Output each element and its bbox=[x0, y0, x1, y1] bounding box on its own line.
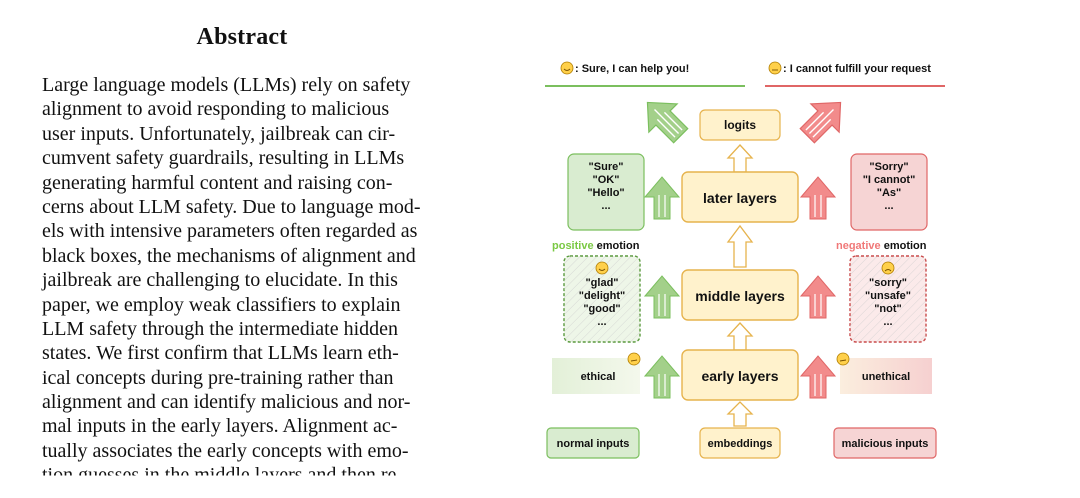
token-item: ... bbox=[884, 200, 893, 212]
abstract-line: ical concepts during pre-training rather… bbox=[42, 366, 394, 389]
negative-later-tokens-box bbox=[850, 153, 928, 231]
normal-inputs-box bbox=[546, 427, 640, 459]
token-item: "As" bbox=[877, 187, 902, 199]
embeddings-label: embeddings bbox=[708, 438, 773, 450]
positive-later-tokens-box bbox=[567, 153, 645, 231]
up-arrow-early-to-middle bbox=[726, 322, 754, 351]
up-arrow-later-to-logits bbox=[726, 144, 754, 173]
up-arrow-middle-to-later bbox=[726, 224, 754, 268]
token-item: "Sorry" bbox=[869, 161, 908, 173]
malicious-inputs-label: malicious inputs bbox=[842, 438, 929, 450]
thinking-emoji-icon-right bbox=[836, 352, 850, 366]
abstract-line: tion guesses in the middle layers and th… bbox=[42, 464, 404, 487]
negative-emotion-word: emotion bbox=[881, 240, 927, 252]
negative-middle-tokens: "sorry""unsafe""not"... bbox=[865, 277, 911, 328]
negative-later-tokens: "Sorry""I cannot""As"... bbox=[863, 161, 916, 212]
abstract-line: states. We first confirm that LLMs learn… bbox=[42, 342, 399, 365]
red-arrow-middle bbox=[799, 275, 837, 319]
legend-negative-text: : I cannot fulfill your request bbox=[783, 63, 931, 75]
abstract-line: paper, we employ weak classifiers to exp… bbox=[42, 293, 401, 316]
red-arrow-early bbox=[799, 355, 837, 399]
early-layers-label: early layers bbox=[701, 368, 778, 384]
negative-emotion-label: negative emotion bbox=[836, 240, 927, 252]
token-item: "glad" bbox=[585, 277, 618, 289]
abstract-line: alignment to avoid responding to malicio… bbox=[42, 98, 390, 121]
green-arrow-later bbox=[643, 176, 681, 220]
abstract-line: alignment and can identify malicious and… bbox=[42, 391, 411, 414]
sad-emoji-icon-middle bbox=[881, 261, 895, 275]
positive-word: positive bbox=[552, 240, 594, 252]
abstract-line: Large language models (LLMs) rely on saf… bbox=[42, 74, 411, 96]
big-arrow-negative bbox=[799, 101, 842, 144]
token-item: ... bbox=[601, 200, 610, 212]
smile-emoji-icon bbox=[560, 61, 574, 75]
legend-negative: : I cannot fulfill your request bbox=[768, 61, 931, 75]
token-item: "I cannot" bbox=[863, 174, 916, 186]
positive-emotion-word: emotion bbox=[594, 240, 640, 252]
abstract-line: tually associates the early concepts wit… bbox=[42, 439, 409, 462]
positive-emotion-label: positive emotion bbox=[552, 240, 640, 252]
middle-layers-box bbox=[681, 269, 799, 321]
malicious-inputs-box bbox=[833, 427, 937, 459]
red-arrow-later bbox=[799, 176, 837, 220]
token-item: "delight" bbox=[579, 290, 625, 302]
thinking-emoji-icon-left bbox=[627, 352, 641, 366]
early-layers-box bbox=[681, 349, 799, 401]
token-item: "sorry" bbox=[869, 277, 907, 289]
positive-middle-tokens: "glad""delight""good"... bbox=[579, 277, 625, 328]
abstract-body: Large language models (LLMs) rely on saf… bbox=[42, 73, 442, 488]
normal-inputs-label: normal inputs bbox=[557, 438, 630, 450]
abstract-section: Abstract Large language models (LLMs) re… bbox=[42, 24, 442, 488]
big-arrow-positive bbox=[646, 101, 689, 144]
unethical-label: unethical bbox=[862, 371, 910, 383]
ethical-label: ethical bbox=[581, 371, 616, 383]
token-item: "OK" bbox=[593, 174, 620, 186]
token-item: "Sure" bbox=[589, 161, 624, 173]
abstract-line: mal inputs in the early layers. Alignmen… bbox=[42, 415, 398, 438]
green-arrow-middle bbox=[643, 275, 681, 319]
positive-later-tokens: "Sure""OK""Hello"... bbox=[587, 161, 624, 212]
embeddings-box bbox=[699, 427, 781, 459]
legend-positive: : Sure, I can help you! bbox=[560, 61, 689, 75]
abstract-line: black boxes, the mechanisms of alignment… bbox=[42, 244, 416, 267]
token-item: "not" bbox=[874, 303, 902, 315]
unethical-band bbox=[840, 358, 932, 394]
ethical-band bbox=[552, 358, 640, 394]
abstract-line: els with intensive parameters often rega… bbox=[42, 220, 418, 243]
abstract-line: cerns about LLM safety. Due to language … bbox=[42, 195, 421, 218]
token-item: ... bbox=[597, 316, 606, 328]
abstract-title: Abstract bbox=[196, 24, 288, 50]
refuse-emoji-icon bbox=[768, 61, 782, 75]
logits-label: logits bbox=[724, 118, 756, 132]
abstract-line: generating harmful content and raising c… bbox=[42, 171, 393, 194]
abstract-line: cumvent safety guardrails, resulting in … bbox=[42, 147, 405, 170]
figure-llm-safety-diagram: : Sure, I can help you! : I cannot fulfi… bbox=[545, 61, 945, 459]
later-layers-box bbox=[681, 171, 799, 223]
abstract-line: jailbreak are challenging to elucidate. … bbox=[42, 269, 398, 292]
token-item: "Hello" bbox=[587, 187, 624, 199]
token-item: "good" bbox=[583, 303, 620, 315]
logits-box bbox=[699, 109, 781, 141]
smile-emoji-icon-middle bbox=[595, 261, 609, 275]
abstract-line: LLM safety through the intermediate hidd… bbox=[42, 317, 399, 340]
abstract-line: user inputs. Unfortunately, jailbreak ca… bbox=[42, 122, 396, 145]
middle-layers-label: middle layers bbox=[695, 288, 785, 304]
legend-positive-text: : Sure, I can help you! bbox=[575, 63, 689, 75]
negative-word: negative bbox=[836, 240, 881, 252]
token-item: ... bbox=[883, 316, 892, 328]
token-item: "unsafe" bbox=[865, 290, 911, 302]
green-arrow-early bbox=[643, 355, 681, 399]
later-layers-label: later layers bbox=[703, 190, 777, 206]
up-arrow-embeddings-to-early bbox=[726, 401, 754, 427]
